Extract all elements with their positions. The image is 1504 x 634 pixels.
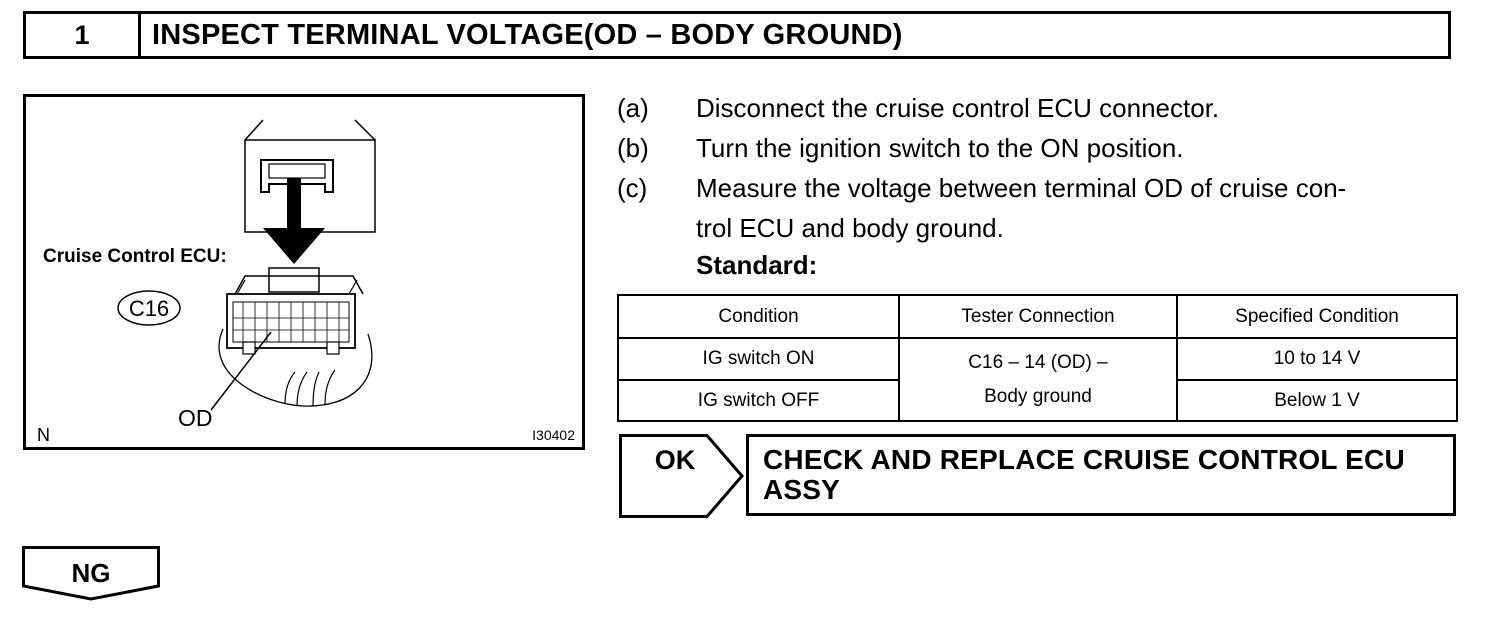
step-c-text-line1: Measure the voltage between terminal OD … [696, 173, 1347, 203]
ng-arrow-box: NG [22, 546, 160, 601]
step-b-text: Turn the ignition switch to the ON posit… [696, 133, 1184, 163]
corner-mark: N [37, 425, 50, 445]
row-1-specified: 10 to 14 V [1176, 337, 1458, 381]
spec-table: Condition Tester Connection Specified Co… [617, 294, 1458, 422]
step-number: 1 [26, 14, 141, 56]
tester-connection-line2: Body ground [984, 385, 1092, 407]
component-label: Cruise Control ECU: [43, 246, 227, 267]
step-c-text-line2: trol ECU and body ground. [696, 213, 1004, 243]
ok-label: OK [655, 445, 696, 475]
ok-action-box: CHECK AND REPLACE CRUISE CONTROL ECU ASS… [746, 434, 1456, 516]
connector-code: C16 [129, 296, 169, 321]
ok-action-line1: CHECK AND REPLACE CRUISE CONTROL ECU [763, 444, 1405, 475]
row-2-condition: IG switch OFF [617, 379, 900, 422]
header-tester-connection: Tester Connection [898, 294, 1178, 339]
connector-diagram: Cruise Control ECU: C16 OD N I30402 [23, 94, 585, 450]
step-a-label: (a) [617, 93, 649, 123]
table-header-row: Condition Tester Connection Specified Co… [617, 294, 1458, 339]
terminal-label: OD [178, 405, 213, 431]
step-a-text: Disconnect the cruise control ECU connec… [696, 93, 1220, 123]
step-title: INSPECT TERMINAL VOLTAGE(OD – BODY GROUN… [152, 18, 903, 51]
tester-connection-line1: C16 – 14 (OD) – [968, 351, 1108, 373]
row-2-specified: Below 1 V [1176, 379, 1458, 422]
ok-action-line2: ASSY [763, 474, 841, 505]
step-c-label: (c) [617, 173, 648, 203]
ok-action-text: CHECK AND REPLACE CRUISE CONTROL ECU ASS… [763, 445, 1405, 505]
table-row: IG switch OFF Below 1 V [617, 379, 1458, 422]
step-header: 1 INSPECT TERMINAL VOLTAGE(OD – BODY GRO… [23, 11, 1451, 59]
ng-label: NG [72, 558, 111, 588]
ok-arrow-box: OK [619, 434, 744, 518]
connector-illustration: Cruise Control ECU: C16 OD N I30402 [23, 94, 585, 450]
header-specified-condition: Specified Condition [1176, 294, 1458, 339]
header-condition: Condition [617, 294, 900, 339]
standard-label: Standard: [696, 250, 818, 280]
figure-id: I30402 [532, 427, 575, 443]
row-1-condition: IG switch ON [617, 337, 900, 381]
tester-connection-cell: C16 – 14 (OD) – Body ground [898, 337, 1178, 422]
step-b-label: (b) [617, 133, 649, 163]
table-row: IG switch ON C16 – 14 (OD) – Body ground… [617, 337, 1458, 422]
